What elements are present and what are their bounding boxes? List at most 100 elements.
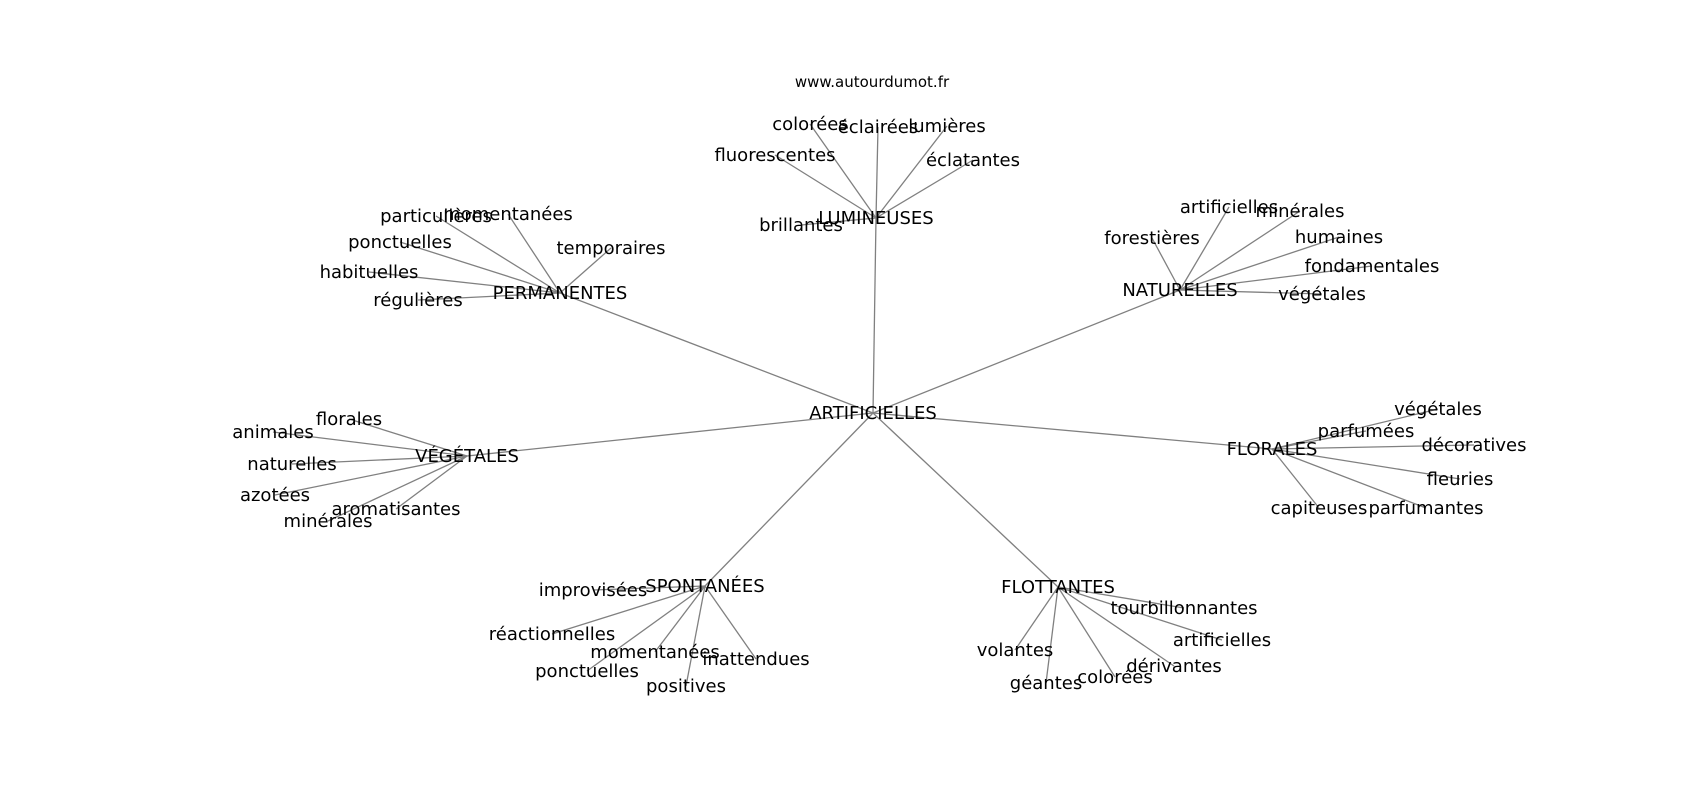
edge-group-to-word [274,455,468,496]
word-node[interactable]: éclatantes [926,150,1020,171]
edge-group-to-word [1271,444,1475,450]
center-node[interactable]: ARTIFICIELLES [809,403,937,424]
word-node[interactable]: végétales [1394,399,1482,420]
edge-group-to-word [654,585,706,653]
word-node[interactable]: éclairées [838,117,919,138]
word-node[interactable]: dérivantes [1126,656,1222,677]
edge-group-to-word [685,585,706,687]
edge-group-to-word [875,159,974,219]
edge-group-to-word [592,585,706,591]
word-node[interactable]: temporaires [557,238,666,259]
word-node[interactable]: fleuries [1427,469,1494,490]
edge-group-to-word [1057,586,1175,667]
edge-group-to-word [875,125,948,219]
word-node[interactable]: aromatisantes [332,499,461,520]
word-node[interactable]: improvisées [539,580,648,601]
word-node[interactable]: inattendues [702,649,809,670]
graph-labels: www.autourdumot.fr coloréeséclairéeslumi… [232,73,1526,697]
edge-group-to-word [291,455,468,465]
edge-group-to-word [1271,448,1427,509]
word-node[interactable]: minérales [1256,201,1345,222]
edge-group-to-word [435,215,561,294]
word-node[interactable]: végétales [1278,284,1366,305]
edge-group-to-word [1057,586,1223,641]
word-node[interactable]: azotées [240,485,310,506]
word-node[interactable]: ponctuelles [535,661,639,682]
edge-center-to-group [559,292,874,414]
edge-center-to-group [704,412,874,587]
word-node[interactable]: artificielles [1173,630,1271,651]
word-node[interactable]: géantes [1010,673,1082,694]
edge-group-to-word [1179,289,1323,295]
group-node[interactable]: SPONTANÉES [645,575,764,597]
word-node[interactable]: momentanées [443,204,573,225]
word-node[interactable]: tourbillonnantes [1110,598,1257,619]
word-node[interactable]: fondamentales [1305,256,1440,277]
edge-center-to-group [466,412,874,457]
edge-group-to-word [417,292,561,301]
edge-group-to-word [368,271,561,294]
word-node[interactable]: forestières [1104,228,1199,249]
edge-group-to-word [1271,408,1439,450]
edge-group-to-word [551,585,706,635]
word-node[interactable]: brillantes [759,215,843,236]
group-node[interactable]: LUMINEUSES [818,208,933,229]
word-node[interactable]: positives [646,676,726,697]
graph-edges [272,123,1475,687]
word-node[interactable]: artificielles [1180,197,1278,218]
word-node[interactable]: régulières [373,290,462,311]
word-node[interactable]: particulières [380,206,492,227]
edge-center-to-group [872,289,1181,414]
group-node[interactable]: PERMANENTES [493,283,628,304]
edge-group-to-word [1057,586,1116,678]
edge-group-to-word [1271,430,1367,450]
word-node[interactable]: florales [316,409,382,430]
word-node[interactable]: humaines [1295,227,1383,248]
word-node[interactable]: colorées [772,114,847,135]
edge-group-to-word [327,455,468,522]
edge-center-to-group [872,412,1059,588]
group-node[interactable]: NATURELLES [1122,280,1237,301]
edge-group-to-word [1179,236,1340,291]
word-node[interactable]: habituelles [320,262,419,283]
word-node[interactable]: naturelles [247,454,336,475]
edge-group-to-word [272,431,468,457]
edge-group-to-word [1179,210,1301,291]
edge-group-to-word [800,217,877,226]
edge-group-to-word [704,585,757,660]
word-node[interactable]: fluorescentes [714,145,835,166]
edge-group-to-word [875,126,879,219]
word-node[interactable]: momentanées [590,642,720,663]
word-node[interactable]: lumières [908,116,985,137]
edge-group-to-word [1057,586,1185,609]
word-node[interactable]: parfumées [1318,421,1415,442]
edge-group-to-word [1271,448,1461,480]
word-node[interactable]: ponctuelles [348,232,452,253]
edge-group-to-word [1179,265,1373,291]
group-node[interactable]: FLORALES [1227,439,1318,460]
edge-group-to-word [586,585,706,672]
edge-group-to-word [1179,206,1230,291]
edge-group-to-word [399,241,561,294]
group-node[interactable]: FLOTTANTES [1001,577,1115,598]
word-node[interactable]: colorées [1077,667,1152,688]
group-node[interactable]: VÉGÉTALES [415,445,519,467]
edge-group-to-word [507,213,561,294]
edge-group-to-word [1151,237,1181,291]
word-node[interactable]: réactionnelles [489,624,615,645]
edge-center-to-group [872,412,1273,450]
word-node[interactable]: parfumantes [1368,498,1483,519]
word-node[interactable]: animales [232,422,313,443]
edge-group-to-word [774,154,877,219]
edge-group-to-word [809,123,877,219]
edge-group-to-word [1014,586,1059,651]
word-node[interactable]: minérales [284,511,373,532]
word-node[interactable]: décoratives [1421,435,1526,456]
edge-group-to-word [348,418,468,457]
word-node[interactable]: capiteuses [1271,498,1368,519]
source-url: www.autourdumot.fr [795,73,950,91]
word-node[interactable]: volantes [977,640,1054,661]
edge-group-to-word [1271,448,1320,509]
edge-group-to-word [395,455,468,510]
